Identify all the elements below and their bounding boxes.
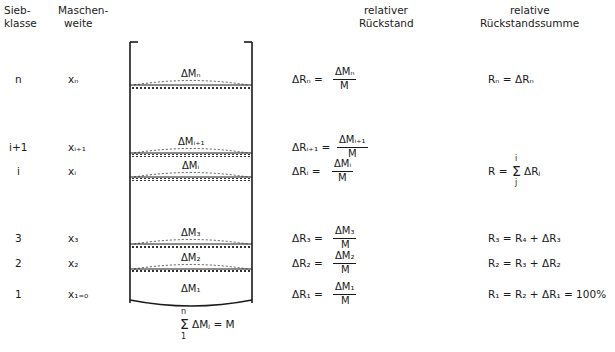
denominator: M <box>338 172 347 184</box>
sum-limit: 1 <box>181 332 186 342</box>
numerator: ΔM₁ <box>335 281 354 293</box>
stack-wall <box>251 42 253 303</box>
numerator: ΔMᵢ₊₁ <box>339 134 366 146</box>
material-heap <box>134 265 248 270</box>
numerator: ΔMₙ <box>335 66 354 78</box>
relative-residue: ΔR₂ = <box>292 257 323 269</box>
sieve-class: 2 <box>15 257 22 269</box>
mass-label: ΔMᵢ <box>182 160 199 172</box>
material-heap <box>134 240 248 245</box>
fraction-bar <box>337 147 368 148</box>
column-header: Rückstand <box>359 17 414 29</box>
mass-label: ΔM₃ <box>181 227 200 239</box>
fraction-bar <box>333 79 356 80</box>
denominator: M <box>341 239 350 251</box>
sieve-class: 1 <box>15 288 22 300</box>
mesh-size: x₃ <box>68 232 78 244</box>
sieve-class: n <box>15 73 22 85</box>
sieve-frame <box>130 243 252 244</box>
sieve-frame <box>130 152 252 153</box>
denominator: M <box>341 295 350 307</box>
fraction-bar <box>333 238 356 239</box>
material-heap <box>134 81 248 86</box>
sieve-class: 3 <box>15 232 22 244</box>
sieve-frame <box>130 176 252 177</box>
relative-residue: ΔR₃ = <box>292 232 323 244</box>
sieve-class: i+1 <box>9 141 27 153</box>
relative-residue: ΔRₙ = <box>292 73 323 85</box>
column-header: Sieb- <box>4 4 31 16</box>
relative-residue: ΔRᵢ = <box>292 165 321 177</box>
numerator: ΔM₃ <box>335 225 354 237</box>
residue-sum: R = <box>488 165 507 177</box>
mesh-size: x₁₌₀ <box>68 288 88 300</box>
relative-residue: ΔR₁ = <box>292 288 323 300</box>
stack-wall <box>129 42 131 303</box>
mesh-size: xᵢ₊₁ <box>68 141 86 153</box>
fraction-bar <box>332 171 353 172</box>
residue-sum: R₂ = R₃ + ΔR₂ <box>488 257 561 269</box>
sieve-class: i <box>17 165 20 177</box>
column-header: weite <box>64 17 93 29</box>
sum-limit: n <box>181 307 186 317</box>
sum-sign: Σ <box>180 316 189 332</box>
mass-label: ΔM₁ <box>181 283 200 295</box>
residue-sum: R₁ = R₂ + ΔR₁ = 100% <box>488 288 606 300</box>
collecting-pan <box>130 300 252 306</box>
mesh-size: xₙ <box>68 73 78 85</box>
denominator: M <box>340 80 349 92</box>
fraction-bar <box>333 294 356 295</box>
sum-limit: i <box>515 154 517 164</box>
fraction-bar <box>333 263 356 264</box>
mass-label: ΔMₙ <box>181 68 200 80</box>
column-header: klasse <box>4 17 37 29</box>
sieve-mesh <box>131 245 251 248</box>
relative-residue: ΔRᵢ₊₁ = <box>292 141 330 153</box>
total-mass: ΔMⱼ = M <box>192 318 235 330</box>
column-header: relativer <box>364 4 408 16</box>
column-header: Maschen- <box>58 4 108 16</box>
sieve-mesh <box>131 270 251 273</box>
sieve-mesh <box>131 86 251 89</box>
residue-sum: R₃ = R₄ + ΔR₃ <box>488 232 561 244</box>
sieve-mesh <box>131 178 251 181</box>
mesh-size: xᵢ <box>68 165 76 177</box>
numerator: ΔMᵢ <box>334 158 351 170</box>
sum-limit: j <box>515 178 517 188</box>
sum-sign: Σ <box>512 163 521 179</box>
numerator: ΔM₂ <box>335 250 354 262</box>
residue-sum: ΔRⱼ <box>524 165 540 177</box>
stack-lip <box>244 41 252 43</box>
sieve-frame <box>130 268 252 269</box>
stack-lip <box>130 41 138 43</box>
sieve-mesh <box>131 154 251 157</box>
mesh-size: x₂ <box>68 257 78 269</box>
denominator: M <box>341 264 350 276</box>
column-header: relative <box>510 4 550 16</box>
mass-label: ΔMᵢ₊₁ <box>178 136 205 148</box>
mass-label: ΔM₂ <box>181 252 200 264</box>
residue-sum: Rₙ = ΔRₙ <box>488 73 534 85</box>
material-heap <box>134 173 248 178</box>
sieve-frame <box>130 84 252 85</box>
column-header: Rückstandssumme <box>480 17 579 29</box>
material-heap <box>134 149 248 154</box>
